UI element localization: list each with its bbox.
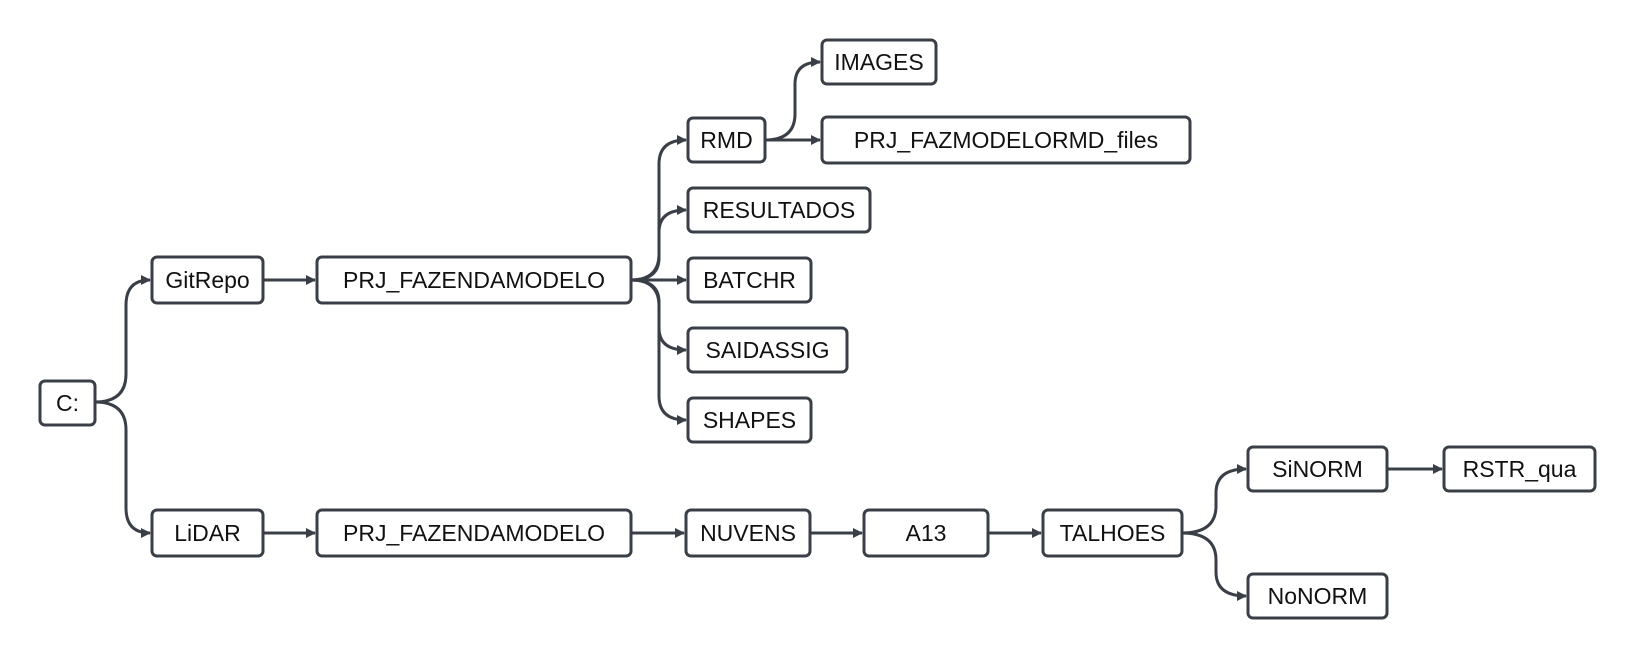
folder-label-a13: A13 bbox=[906, 520, 947, 546]
folder-label-nonorm: NoNORM bbox=[1268, 583, 1368, 609]
folder-label-saidassig: SAIDASSIG bbox=[706, 337, 830, 363]
folder-label-lidar: LiDAR bbox=[174, 520, 240, 546]
folder-node-rstr-qua[interactable]: RSTR_qua bbox=[1442, 445, 1597, 493]
folder-node-prj-bottom[interactable]: PRJ_FAZENDAMODELO bbox=[315, 508, 633, 558]
folder-label-rmd: RMD bbox=[700, 127, 752, 153]
edge-root-lidar bbox=[94, 400, 151, 538]
folder-node-a13[interactable]: A13 bbox=[862, 508, 990, 558]
folder-node-resultados[interactable]: RESULTADOS bbox=[686, 186, 872, 234]
folder-label-prj-top: PRJ_FAZENDAMODELO bbox=[343, 267, 605, 293]
folder-label-talhoes: TALHOES bbox=[1060, 520, 1166, 546]
folder-node-lidar[interactable]: LiDAR bbox=[150, 508, 265, 558]
nodes: C: GitRepo LiDAR PRJ_FAZENDAMODELO RMD I… bbox=[38, 38, 1597, 620]
folder-node-sinorm[interactable]: SiNORM bbox=[1246, 445, 1389, 493]
folder-label-images: IMAGES bbox=[834, 49, 923, 75]
edge-talhoes-sinorm bbox=[1181, 464, 1247, 535]
folder-node-prj-top[interactable]: PRJ_FAZENDAMODELO bbox=[315, 255, 633, 305]
folder-node-batchr[interactable]: BATCHR bbox=[686, 256, 813, 304]
folder-label-shapes: SHAPES bbox=[703, 407, 796, 433]
edge-rmd-images bbox=[764, 57, 821, 142]
folder-label-rmd-files: PRJ_FAZMODELORMD_files bbox=[854, 127, 1158, 153]
folder-node-images[interactable]: IMAGES bbox=[820, 38, 938, 86]
folder-label-root: C: bbox=[56, 390, 79, 416]
edges bbox=[94, 57, 1443, 601]
edge-talhoes-nonorm bbox=[1181, 531, 1247, 601]
edge-prj-shapes bbox=[630, 278, 687, 425]
folder-node-nonorm[interactable]: NoNORM bbox=[1246, 572, 1389, 620]
folder-label-resultados: RESULTADOS bbox=[703, 197, 856, 223]
folder-label-nuvens: NUVENS bbox=[700, 520, 796, 546]
folder-node-root[interactable]: C: bbox=[38, 379, 97, 427]
folder-node-talhoes[interactable]: TALHOES bbox=[1041, 508, 1184, 558]
folder-label-rstr-qua: RSTR_qua bbox=[1463, 456, 1577, 482]
folder-label-gitrepo: GitRepo bbox=[165, 267, 249, 293]
folder-node-gitrepo[interactable]: GitRepo bbox=[150, 255, 265, 305]
folder-node-rmd[interactable]: RMD bbox=[686, 116, 767, 164]
folder-node-saidassig[interactable]: SAIDASSIG bbox=[686, 326, 849, 374]
edge-root-gitrepo bbox=[94, 275, 151, 404]
folder-node-nuvens[interactable]: NUVENS bbox=[684, 508, 812, 558]
folder-node-rmd-files[interactable]: PRJ_FAZMODELORMD_files bbox=[820, 115, 1192, 165]
folder-label-prj-bottom: PRJ_FAZENDAMODELO bbox=[343, 520, 605, 546]
folder-node-shapes[interactable]: SHAPES bbox=[686, 396, 813, 444]
edge-prj-resultados bbox=[630, 205, 687, 282]
folder-label-sinorm: SiNORM bbox=[1272, 456, 1363, 482]
folder-label-batchr: BATCHR bbox=[703, 267, 796, 293]
